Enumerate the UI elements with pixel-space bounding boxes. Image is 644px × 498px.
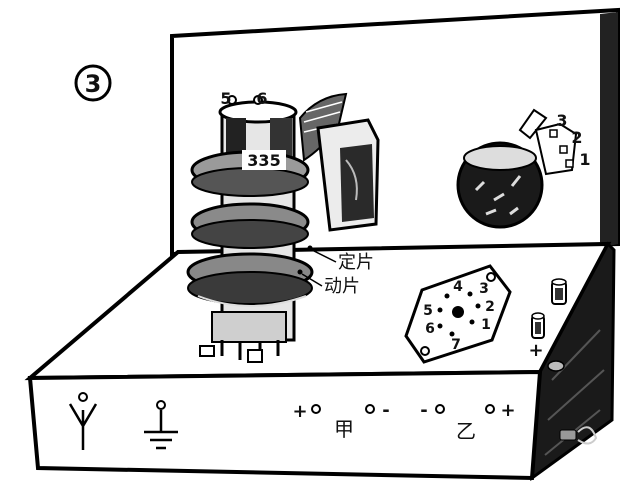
chassis-side (530, 241, 616, 482)
socket-pin-4: 4 (453, 279, 463, 295)
coil-pin-6 (253, 95, 263, 105)
battery-a-terminals: + 甲 - (292, 400, 389, 441)
battery-b-minus: - (420, 400, 427, 421)
socket-pin-2: 2 (485, 299, 495, 315)
coil-pin-5 (227, 95, 237, 105)
fixed-plate-label: 定片 (338, 252, 374, 273)
coil-pin-label-5: 5 (220, 89, 231, 108)
switch-position-3: 3 (556, 111, 567, 130)
socket-pin-7: 7 (451, 337, 461, 353)
moving-plate-label: 动片 (324, 276, 360, 297)
coil-pin-label-6: 6 (256, 89, 267, 108)
socket-pin-5: 5 (423, 303, 433, 319)
antenna-terminal (68, 392, 98, 450)
battery-b-label: 乙 (456, 419, 476, 443)
battery-a-label: 甲 (334, 417, 354, 441)
ground-icon (144, 410, 178, 450)
socket-pin-1: 1 (481, 317, 491, 333)
coil-assembly: 5 6 335 (186, 89, 314, 363)
switch-position-2: 2 (571, 128, 582, 147)
side-terminal-plus: + (528, 340, 543, 361)
band-switch: 3 2 1 (456, 108, 591, 229)
battery-b-terminals: - 乙 + (420, 400, 515, 443)
tube-socket: 4 3 5 2 6 1 7 (404, 264, 512, 364)
coil-code-label: 335 (247, 151, 280, 170)
binding-posts: + (528, 278, 567, 361)
antenna-icon (68, 403, 98, 450)
svg-text:3: 3 (85, 70, 102, 98)
variable-capacitor (298, 92, 380, 232)
battery-b-plus: + (500, 400, 515, 421)
socket-pin-3: 3 (479, 281, 489, 297)
front-panel (27, 369, 543, 481)
battery-a-plus: + (292, 401, 307, 422)
ground-terminal (144, 400, 178, 450)
battery-a-minus: - (382, 400, 389, 421)
chassis-top (24, 241, 612, 381)
switch-position-1: 1 (579, 150, 590, 169)
capacitor-labels: 定片 动片 (297, 245, 374, 297)
figure-number-badge: 3 (74, 64, 112, 102)
socket-pin-6: 6 (425, 321, 435, 337)
